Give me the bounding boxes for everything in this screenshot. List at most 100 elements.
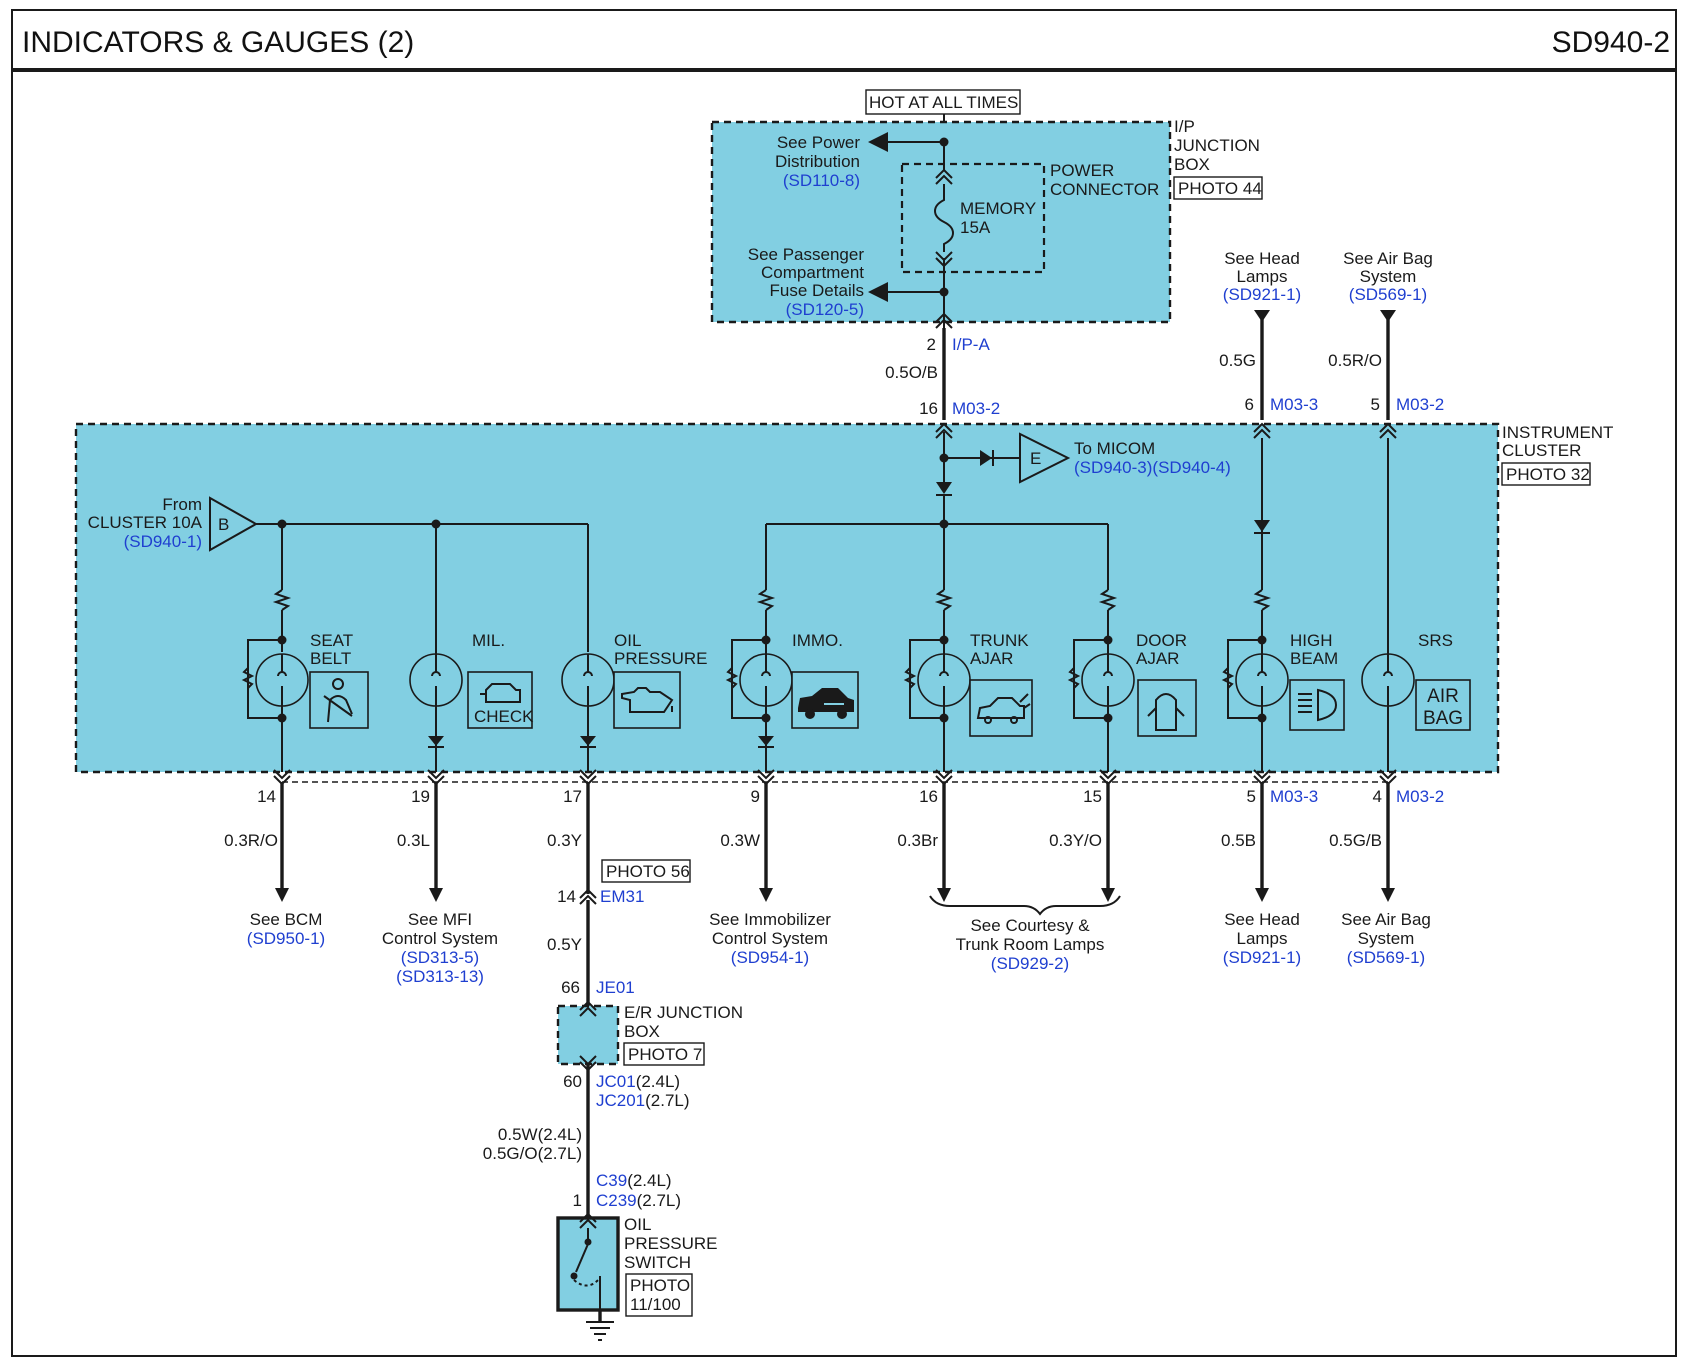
svg-text:(SD110-8): (SD110-8): [783, 171, 860, 190]
svg-text:HIGH: HIGH: [1290, 631, 1333, 650]
courtesy-ref: See Courtesy & Trunk Room Lamps (SD929-2…: [956, 916, 1105, 973]
indicator-srs: SRS AIR BAG: [1361, 438, 1471, 772]
courtesy-brace: [929, 895, 1121, 916]
trunk-diode: [936, 482, 952, 494]
svg-text:0.3R/O: 0.3R/O: [224, 831, 278, 850]
airbag-input-pin: 5: [1371, 395, 1380, 414]
svg-text:See Courtesy &: See Courtesy &: [970, 916, 1090, 935]
svg-text:4: 4: [1373, 787, 1382, 806]
connector-chevron: [935, 168, 953, 185]
svg-text:See BCM: See BCM: [250, 910, 323, 929]
jc201: JC201(2.7L): [596, 1091, 690, 1110]
micom-diode: [980, 450, 992, 466]
svg-text:See Air Bag: See Air Bag: [1341, 910, 1431, 929]
micom-ref: (SD940-3)(SD940-4): [1074, 458, 1231, 477]
switch-label-2: PRESSURE: [624, 1234, 718, 1253]
airbag-chevron: [1379, 422, 1397, 439]
indicator-seat-belt: SEAT BELT: [241, 524, 369, 772]
je01-chevron: [579, 1000, 597, 1017]
svg-text:From: From: [162, 495, 202, 514]
svg-text:Fuse Details: Fuse Details: [770, 281, 864, 300]
power-connector-box: [900, 162, 1046, 274]
airbag-input-ref: See Air Bag System (SD569-1): [1343, 249, 1433, 304]
jc-pin: 60: [563, 1072, 582, 1091]
svg-text:(SD940-1): (SD940-1): [124, 532, 202, 551]
m03-pin16: 16: [919, 399, 938, 418]
bottom-wire-codes: 0.3R/O 0.3L 0.3Y 0.3W 0.3Br 0.3Y/O 0.5B …: [224, 831, 1382, 850]
svg-text:See Head: See Head: [1224, 910, 1300, 929]
svg-text:PRESSURE: PRESSURE: [614, 649, 708, 668]
svg-text:0.3L: 0.3L: [397, 831, 430, 850]
power-dist-ref: See Power Distribution (SD110-8): [775, 133, 860, 190]
from-cluster-ref: From CLUSTER 10A (SD940-1): [88, 495, 203, 551]
er-photo-box: [623, 1042, 705, 1066]
airbag-output-ref: See Air Bag System (SD569-1): [1341, 910, 1431, 967]
svg-text:Lamps: Lamps: [1236, 929, 1287, 948]
er-junction-box: [556, 1004, 620, 1066]
svg-text:I/P: I/P: [1174, 117, 1195, 136]
switch-photo: PHOTO: [630, 1276, 690, 1295]
svg-text:M03-3: M03-3: [1270, 787, 1318, 806]
svg-text:Trunk Room Lamps: Trunk Room Lamps: [956, 935, 1105, 954]
svg-text:BEAM: BEAM: [1290, 649, 1338, 668]
passenger-fuse-ref: See Passenger Compartment Fuse Details (…: [748, 245, 865, 319]
em31-chevron: [579, 888, 597, 905]
svg-text:TRUNK: TRUNK: [970, 631, 1029, 650]
em31-pin: 14: [557, 887, 576, 906]
power-connector-label-2: CONNECTOR: [1050, 180, 1159, 199]
mfi-ref: See MFI Control System (SD313-5) (SD313-…: [382, 910, 498, 986]
airbag-icon-text-2: BAG: [1423, 708, 1463, 729]
svg-text:See Passenger: See Passenger: [748, 245, 865, 264]
page-title: INDICATORS & GAUGES (2): [22, 26, 414, 59]
from-buffer: [209, 496, 259, 552]
svg-text:(SD569-1): (SD569-1): [1349, 285, 1427, 304]
micom-letter: E: [1030, 449, 1041, 468]
svg-text:17: 17: [563, 787, 582, 806]
svg-text:Control System: Control System: [712, 929, 828, 948]
ipa-pin: 2: [927, 335, 936, 354]
page-frame: [11, 9, 1677, 1357]
svg-text:See Immobilizer: See Immobilizer: [709, 910, 831, 929]
head-input-pin: 6: [1245, 395, 1254, 414]
er-box-label-2: BOX: [624, 1022, 660, 1041]
indicator-high-beam: HIGH BEAM: [1221, 438, 1345, 772]
switch-photo-box: [625, 1273, 693, 1317]
airbag-icon-text: AIR: [1427, 686, 1459, 707]
engine-check-icon: [480, 683, 521, 703]
high-beam-icon: [1298, 688, 1338, 722]
svg-text:(SD313-5): (SD313-5): [401, 948, 479, 967]
indicator-trunk-ajar: TRUNK AJAR: [903, 524, 1033, 772]
door-open-icon: [1147, 693, 1185, 731]
svg-text:OIL: OIL: [614, 631, 641, 650]
wire-ob: 0.5O/B: [885, 363, 938, 382]
svg-text:(SD921-1): (SD921-1): [1223, 285, 1301, 304]
page-code: SD940-2: [1552, 26, 1670, 59]
c39: C39(2.4L): [596, 1171, 672, 1190]
svg-text:BOX: BOX: [1174, 155, 1210, 174]
head-lamps-input-ref: See Head Lamps (SD921-1): [1223, 249, 1301, 304]
ip-photo-box: [1173, 176, 1263, 200]
ground-icon: [586, 1310, 614, 1341]
wire-05y: 0.5Y: [547, 935, 582, 954]
svg-text:9: 9: [751, 787, 760, 806]
indicator-oil-pressure: OIL PRESSURE: [561, 631, 708, 772]
power-connector-label: POWER: [1050, 161, 1114, 180]
jc01: JC01(2.4L): [596, 1072, 680, 1091]
switch-photo-2: 11/100: [630, 1295, 681, 1314]
c239-pin: 1: [573, 1191, 582, 1210]
je01-pin: 66: [561, 978, 580, 997]
svg-text:(SD569-1): (SD569-1): [1347, 948, 1425, 967]
hot-label-box: [865, 89, 1021, 115]
svg-text:SEAT: SEAT: [310, 631, 353, 650]
switch-contact-icon: [570, 1228, 601, 1310]
wire-b: 0.5G/O(2.7L): [483, 1144, 582, 1163]
hot-label: HOT AT ALL TIMES: [869, 93, 1018, 112]
trunk-open-icon: [976, 693, 1031, 724]
bottom-wires: [275, 782, 1395, 902]
photo56: PHOTO 56: [606, 862, 690, 881]
cluster-name-2: CLUSTER: [1502, 441, 1581, 460]
svg-text:16: 16: [919, 787, 938, 806]
svg-text:Compartment: Compartment: [761, 263, 864, 282]
svg-text:Distribution: Distribution: [775, 152, 860, 171]
svg-text:AJAR: AJAR: [970, 649, 1013, 668]
